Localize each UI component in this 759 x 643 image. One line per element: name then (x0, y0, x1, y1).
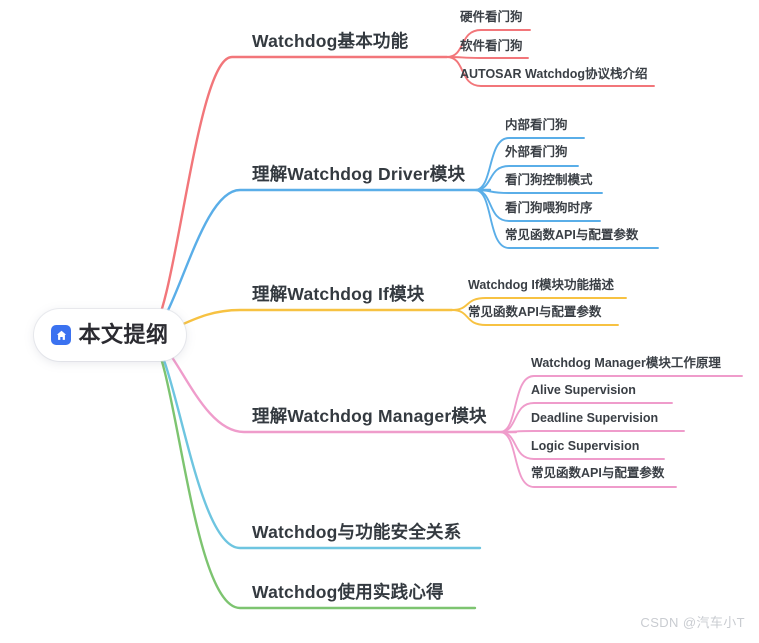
subtopic-manager-0[interactable]: Watchdog Manager模块工作原理 (531, 356, 721, 370)
topic-safety[interactable]: Watchdog与功能安全关系 (252, 522, 462, 542)
subtopic-manager-3[interactable]: Logic Supervision (531, 439, 640, 453)
subtopic-driver-1[interactable]: 外部看门狗 (505, 145, 568, 159)
subtopic-basic-0[interactable]: 硬件看门狗 (460, 10, 523, 24)
subtopic-manager-4[interactable]: 常见函数API与配置参数 (531, 466, 665, 480)
watermark: CSDN @汽车小T (640, 615, 745, 630)
subtopic-driver-4[interactable]: 常见函数API与配置参数 (505, 228, 639, 242)
topic-practice[interactable]: Watchdog使用实践心得 (252, 582, 444, 602)
subtopic-driver-2[interactable]: 看门狗控制模式 (505, 173, 593, 187)
subtopic-if-1[interactable]: 常见函数API与配置参数 (468, 305, 602, 319)
topic-basic[interactable]: Watchdog基本功能 (252, 31, 409, 51)
subtopic-basic-2[interactable]: AUTOSAR Watchdog协议栈介绍 (460, 67, 648, 81)
topic-manager[interactable]: 理解Watchdog Manager模块 (252, 406, 487, 426)
subtopic-basic-1[interactable]: 软件看门狗 (460, 39, 523, 53)
subtopic-if-0[interactable]: Watchdog If模块功能描述 (468, 278, 615, 292)
root-node[interactable]: 本文提纲 (34, 309, 186, 361)
subtopic-driver-0[interactable]: 内部看门狗 (505, 118, 568, 132)
root-label: 本文提纲 (78, 322, 169, 347)
home-icon (51, 325, 72, 345)
subtopic-manager-2[interactable]: Deadline Supervision (531, 411, 659, 425)
topic-driver[interactable]: 理解Watchdog Driver模块 (252, 164, 466, 184)
topic-if[interactable]: 理解Watchdog If模块 (252, 284, 425, 304)
subtopic-manager-1[interactable]: Alive Supervision (531, 383, 636, 397)
subtopic-driver-3[interactable]: 看门狗喂狗时序 (505, 201, 593, 215)
